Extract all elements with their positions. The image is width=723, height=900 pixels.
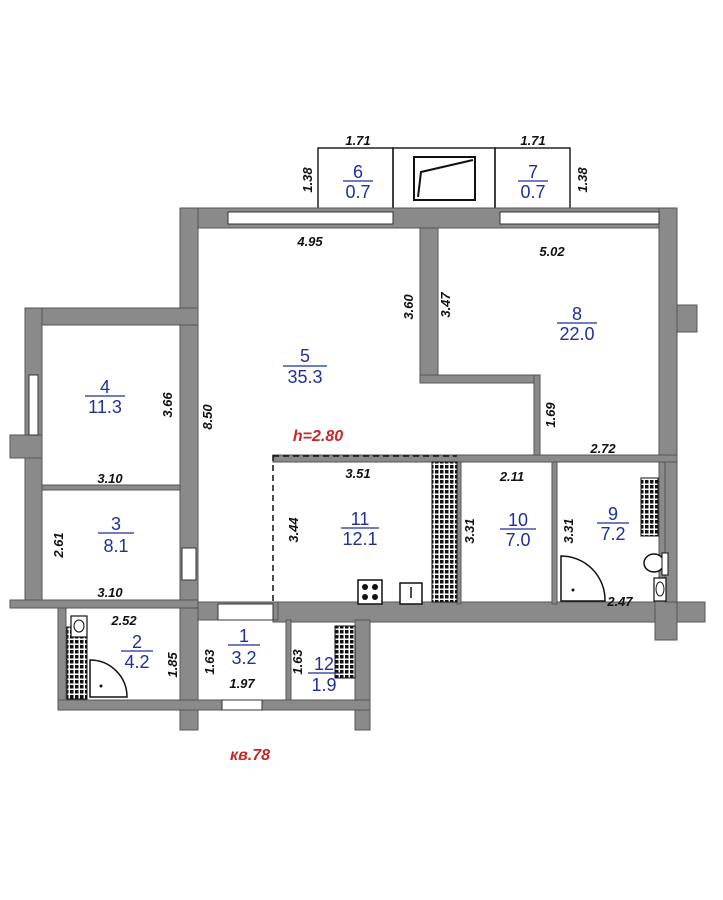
svg-text:8: 8	[572, 304, 582, 324]
svg-text:1.63: 1.63	[202, 649, 217, 675]
toilet-icon	[643, 552, 669, 576]
svg-text:1.63: 1.63	[290, 649, 305, 675]
tiled-wall	[66, 626, 88, 700]
shower-icon	[89, 659, 128, 698]
svg-text:0.7: 0.7	[345, 182, 370, 202]
tiled-wall	[334, 625, 356, 679]
svg-text:1.9: 1.9	[311, 675, 336, 695]
svg-text:3.60: 3.60	[401, 294, 416, 320]
svg-text:1.71: 1.71	[520, 133, 545, 148]
svg-text:7.2: 7.2	[600, 524, 625, 544]
svg-text:1.38: 1.38	[300, 167, 315, 193]
svg-text:7.0: 7.0	[505, 530, 530, 550]
room-label-10: 107.0	[500, 510, 536, 550]
svg-text:1.97: 1.97	[229, 676, 255, 691]
washbasin-icon	[653, 577, 667, 602]
svg-text:3.47: 3.47	[438, 292, 453, 318]
tiled-wall	[431, 461, 458, 603]
svg-text:3.66: 3.66	[160, 392, 175, 418]
room-label-2: 24.2	[121, 632, 153, 672]
svg-text:3.31: 3.31	[462, 518, 477, 543]
svg-text:2.52: 2.52	[110, 613, 137, 628]
svg-text:5: 5	[300, 346, 310, 366]
svg-text:2.11: 2.11	[499, 469, 524, 484]
svg-text:1.71: 1.71	[345, 133, 370, 148]
svg-text:10: 10	[508, 510, 528, 530]
room-label-12: 121.9	[308, 654, 340, 695]
svg-text:8.50: 8.50	[200, 404, 215, 430]
door-opening	[181, 547, 197, 581]
svg-text:2.47: 2.47	[606, 594, 633, 609]
room-label-5: 535.3	[283, 346, 327, 387]
svg-text:4.2: 4.2	[124, 652, 149, 672]
windows	[28, 211, 660, 711]
ventilation-shaft-icon	[413, 156, 476, 201]
room-label-6: 60.7	[343, 162, 373, 202]
room-labels: 60.7 70.7 535.3 822.0 411.3 38.1 1112.1 …	[85, 162, 629, 695]
svg-text:11.3: 11.3	[88, 397, 122, 417]
svg-text:7: 7	[528, 162, 538, 182]
svg-text:1: 1	[239, 626, 249, 646]
fixtures	[66, 461, 669, 700]
apartment-number: кв.78	[230, 747, 270, 764]
stove-icon	[357, 579, 383, 605]
room-label-4: 411.3	[85, 377, 125, 417]
svg-text:3.31: 3.31	[561, 518, 576, 543]
svg-text:8.1: 8.1	[103, 536, 128, 556]
svg-text:2.61: 2.61	[51, 532, 66, 558]
washbasin-icon	[70, 615, 88, 638]
window-room4	[28, 374, 39, 436]
svg-text:0.7: 0.7	[520, 182, 545, 202]
room-label-7: 70.7	[518, 162, 548, 202]
tiled-wall	[640, 477, 659, 537]
room-label-3: 38.1	[98, 514, 134, 556]
room-label-8: 822.0	[557, 304, 597, 344]
svg-text:9: 9	[608, 504, 618, 524]
window-room5	[227, 211, 394, 225]
door-opening	[217, 603, 274, 621]
dimension-labels: 1.71 1.71 1.38 1.38 4.95 5.02 3.60 3.47 …	[51, 133, 633, 691]
svg-text:22.0: 22.0	[559, 324, 594, 344]
room-label-1: 13.2	[228, 626, 260, 668]
svg-text:3.44: 3.44	[286, 517, 301, 543]
svg-text:3.2: 3.2	[231, 648, 256, 668]
svg-text:3.51: 3.51	[345, 466, 370, 481]
shower-icon	[560, 555, 606, 602]
window-room8	[499, 211, 660, 225]
svg-text:3: 3	[111, 514, 121, 534]
svg-text:6: 6	[353, 162, 363, 182]
room-label-9: 97.2	[597, 504, 629, 544]
ceiling-height: h=2.80	[293, 428, 343, 445]
svg-text:5.02: 5.02	[539, 244, 565, 259]
svg-text:3.10: 3.10	[97, 585, 123, 600]
svg-text:1.85: 1.85	[165, 652, 180, 678]
svg-text:35.3: 35.3	[287, 367, 322, 387]
svg-text:12: 12	[314, 654, 334, 674]
entrance-door	[221, 699, 263, 711]
svg-text:2: 2	[132, 632, 142, 652]
svg-text:3.10: 3.10	[97, 471, 123, 486]
svg-text:4: 4	[100, 377, 110, 397]
svg-text:1.69: 1.69	[543, 402, 558, 428]
svg-text:1.38: 1.38	[575, 167, 590, 193]
svg-text:2.72: 2.72	[589, 441, 616, 456]
svg-text:12.1: 12.1	[342, 529, 377, 549]
svg-text:4.95: 4.95	[296, 234, 323, 249]
balconies	[317, 147, 571, 211]
sink-icon	[399, 582, 423, 605]
svg-text:11: 11	[351, 509, 370, 529]
